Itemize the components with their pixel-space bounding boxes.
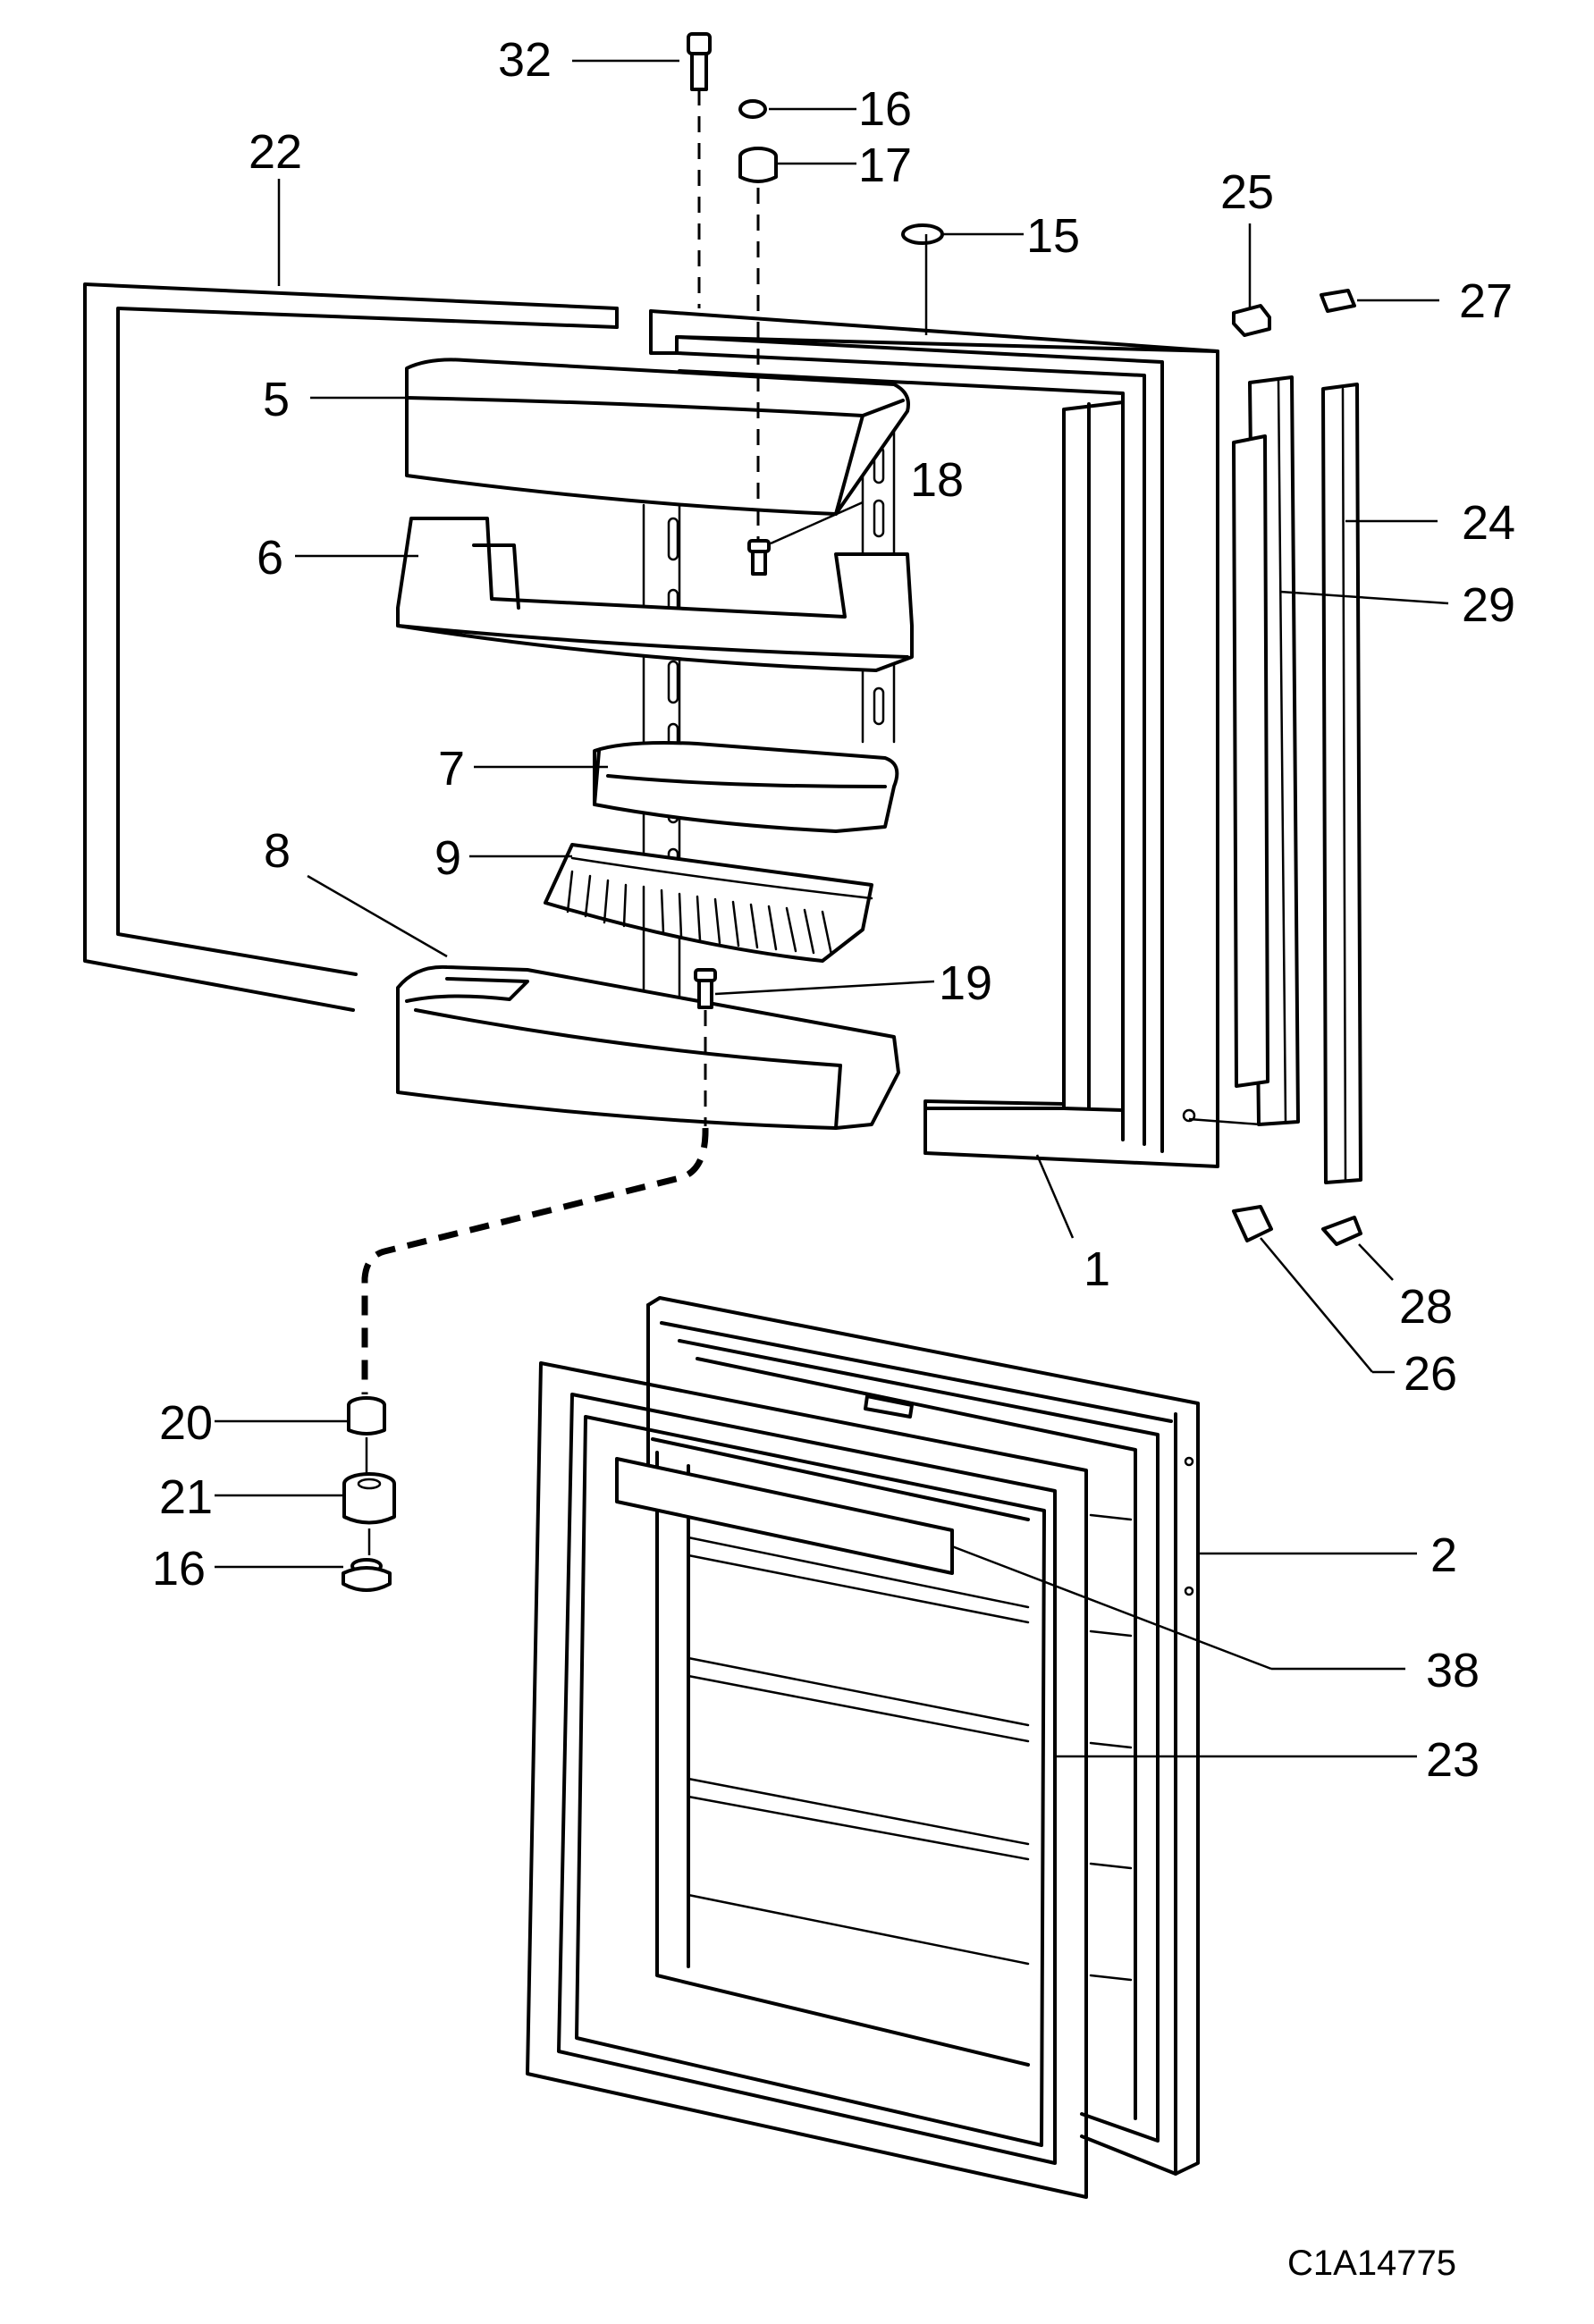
callout-21: 21 bbox=[159, 1470, 213, 1524]
callout-32: 32 bbox=[498, 33, 552, 87]
cap-27 bbox=[1320, 289, 1356, 313]
cap-25 bbox=[1232, 304, 1271, 337]
bottle-rack-9 bbox=[544, 843, 873, 963]
callout-27: 27 bbox=[1459, 274, 1513, 328]
callout-18: 18 bbox=[910, 453, 964, 507]
callout-29: 29 bbox=[1462, 578, 1515, 632]
callout-6: 6 bbox=[257, 531, 283, 585]
cap-15 bbox=[901, 223, 944, 245]
lower-door-gasket bbox=[526, 1361, 1088, 2199]
bushing-21 bbox=[342, 1472, 396, 1555]
pin-19 bbox=[694, 968, 717, 1126]
callout-16-top: 16 bbox=[858, 82, 912, 136]
callout-17: 17 bbox=[858, 139, 912, 192]
callout-labels: 32 16 17 22 15 25 27 5 18 6 24 29 7 9 8 … bbox=[152, 33, 1515, 1787]
callout-26: 26 bbox=[1404, 1347, 1457, 1401]
pin-18 bbox=[747, 539, 771, 576]
callout-2: 2 bbox=[1430, 1528, 1457, 1582]
side-trim-29 bbox=[1232, 375, 1300, 1126]
callout-7: 7 bbox=[438, 742, 465, 796]
lower-door bbox=[646, 1296, 1200, 2176]
door-shelf-8 bbox=[396, 964, 900, 1130]
callout-24: 24 bbox=[1462, 496, 1515, 550]
cap-28 bbox=[1321, 1216, 1362, 1246]
hinge-axis-line bbox=[361, 1127, 709, 1394]
leader-lines bbox=[215, 59, 1449, 1758]
handle-strip-38 bbox=[615, 1457, 954, 1575]
side-trim-24 bbox=[1321, 383, 1362, 1184]
door-shelf-5 bbox=[405, 358, 910, 516]
callout-22: 22 bbox=[249, 125, 302, 179]
callout-16-bottom: 16 bbox=[152, 1542, 206, 1596]
washer-16-bottom bbox=[342, 1558, 392, 1592]
door-shelf-7 bbox=[593, 741, 899, 833]
callout-9: 9 bbox=[434, 831, 461, 885]
callout-25: 25 bbox=[1220, 165, 1274, 219]
screw-32 bbox=[687, 32, 712, 308]
callout-28: 28 bbox=[1399, 1280, 1453, 1334]
cap-26 bbox=[1232, 1205, 1273, 1242]
upper-door-gasket bbox=[83, 282, 619, 1012]
bushing-17 bbox=[738, 147, 778, 545]
callout-5: 5 bbox=[263, 373, 290, 426]
bushing-20 bbox=[347, 1396, 386, 1475]
callout-8: 8 bbox=[264, 824, 291, 878]
callout-38: 38 bbox=[1426, 1644, 1480, 1697]
door-shelf-6 bbox=[396, 517, 914, 672]
washer-16-top bbox=[738, 99, 767, 119]
callout-23: 23 bbox=[1426, 1733, 1480, 1787]
callout-15: 15 bbox=[1026, 209, 1080, 263]
callout-20: 20 bbox=[159, 1396, 213, 1450]
drawing-code: C1A14775 bbox=[1287, 2244, 1456, 2283]
callout-1: 1 bbox=[1084, 1242, 1110, 1296]
callout-19: 19 bbox=[939, 956, 992, 1010]
